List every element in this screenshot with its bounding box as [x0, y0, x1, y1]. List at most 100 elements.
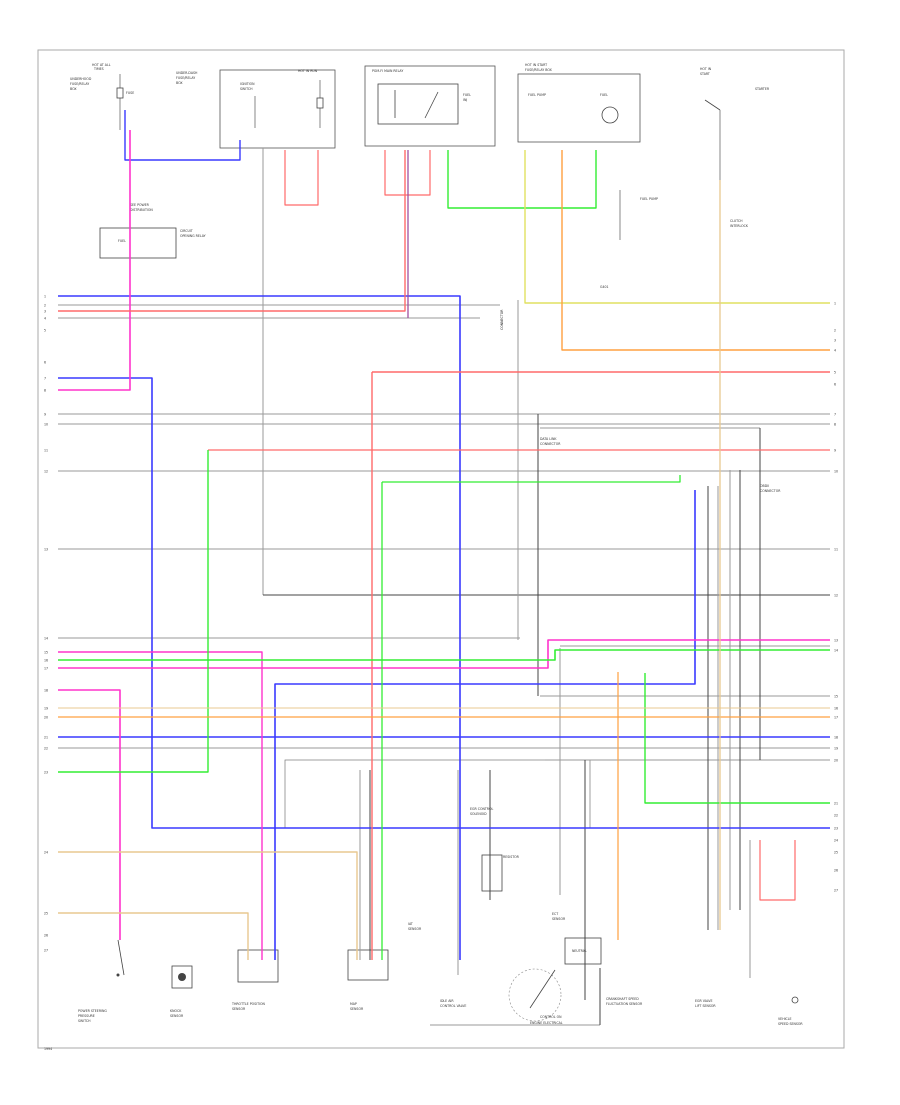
right-pin-3: 3: [834, 339, 836, 343]
left-pin-4: 4: [44, 317, 46, 321]
svg-text:G401: G401: [600, 285, 609, 289]
svg-text:IAT: IAT: [408, 922, 413, 926]
wire-blue-2: [58, 377, 830, 829]
right-pin-24: 24: [834, 839, 838, 843]
left-pin-5: 5: [44, 329, 46, 333]
left-pin-22: 22: [44, 747, 48, 751]
footer-center: CONTROL ON ENGINE ELECTRICAL: [530, 1015, 563, 1025]
right-pin-25: 25: [834, 851, 838, 855]
svg-text:CRANKSHAFT SPEED: CRANKSHAFT SPEED: [606, 997, 639, 1001]
right-pin-17: 17: [834, 716, 838, 720]
wire-pink-3: [58, 689, 121, 940]
wire-tan-1: [58, 851, 358, 960]
wire-red-7: [759, 840, 796, 901]
svg-text:FUEL PUMP: FUEL PUMP: [528, 93, 546, 97]
wire-red-1: [58, 150, 406, 312]
svg-text:KNOCK: KNOCK: [170, 1009, 182, 1013]
svg-text:FUEL: FUEL: [600, 93, 608, 97]
left-pin-11: 11: [44, 449, 48, 453]
svg-text:POWER STEERING: POWER STEERING: [78, 1009, 107, 1013]
svg-text:INJ: INJ: [463, 98, 467, 102]
svg-text:DISTRIBUTION: DISTRIBUTION: [130, 208, 153, 212]
svg-text:EGR CONTROL: EGR CONTROL: [470, 807, 494, 811]
svg-text:SEE POWER: SEE POWER: [130, 203, 150, 207]
left-pin-14: 14: [44, 637, 48, 641]
right-pin-19: 19: [834, 747, 838, 751]
svg-text:CONNECTOR: CONNECTOR: [760, 489, 781, 493]
svg-text:FUSE/RELAY: FUSE/RELAY: [176, 76, 195, 80]
right-pin-22: 22: [834, 814, 838, 818]
wire-green-3: [58, 450, 209, 773]
main-relay: PGM-FI MAIN RELAY FUEL INJ: [364, 65, 496, 147]
svg-text:HOT IN RUN: HOT IN RUN: [298, 69, 318, 73]
svg-text:SENSOR: SENSOR: [170, 1014, 184, 1018]
svg-text:IGNITION: IGNITION: [240, 82, 255, 86]
wire-red-2: [284, 150, 319, 206]
svg-text:MAP: MAP: [350, 1002, 357, 1006]
svg-text:SENSOR: SENSOR: [552, 917, 566, 921]
left-pin-27: 27: [44, 949, 48, 953]
svg-text:CONTROL VALVE: CONTROL VALVE: [440, 1004, 466, 1008]
svg-text:BOX: BOX: [176, 81, 183, 85]
svg-text:CLUTCH: CLUTCH: [730, 219, 743, 223]
svg-text:SWITCH: SWITCH: [78, 1019, 91, 1023]
right-pin-18: 18: [834, 736, 838, 740]
left-pin-26: 26: [44, 934, 48, 938]
left-pin-3: 3: [44, 310, 46, 314]
svg-text:NEUTRAL: NEUTRAL: [572, 949, 587, 953]
svg-text:ECT: ECT: [552, 912, 558, 916]
left-pin-24: 24: [44, 851, 48, 855]
svg-text:CONNECTOR: CONNECTOR: [540, 442, 561, 446]
wire-blue-1: [58, 295, 461, 960]
right-pin-21: 21: [834, 802, 838, 806]
wire-green-1: [447, 150, 597, 209]
left-pin-8: 8: [44, 389, 46, 393]
left-pin-23: 23: [44, 771, 48, 775]
left-pin-1: 1: [44, 295, 46, 299]
svg-text:SENSOR: SENSOR: [408, 927, 422, 931]
left-pin-7: 7: [44, 377, 46, 381]
svg-text:SWITCH: SWITCH: [240, 87, 253, 91]
wire-pink-2: [58, 639, 830, 669]
right-pin-11: 11: [834, 548, 838, 552]
svg-text:FUEL PUMP: FUEL PUMP: [640, 197, 658, 201]
wires: [58, 110, 830, 1026]
right-pin-14: 14: [834, 649, 838, 653]
wire-green-4: [382, 475, 681, 483]
svg-text:FUSE: FUSE: [126, 91, 134, 95]
svg-text:ENGINE ELECTRICAL: ENGINE ELECTRICAL: [530, 1021, 563, 1025]
svg-text:UNDERHOOD: UNDERHOOD: [70, 77, 92, 81]
wire-tan-2: [58, 912, 249, 960]
svg-text:PRESSURE: PRESSURE: [78, 1014, 95, 1018]
left-pin-labels: 1234567891011121314151617181920212223242…: [44, 295, 48, 953]
left-pin-2: 2: [44, 304, 46, 308]
wire-green-6: [644, 673, 830, 804]
left-pin-10: 10: [44, 423, 48, 427]
right-pin-labels: 1234567891011121314151617181920212223242…: [834, 302, 838, 893]
footer-left: 1994: [44, 1047, 52, 1051]
wire-yellow-1: [524, 150, 830, 304]
svg-text:HOT IN START: HOT IN START: [525, 63, 547, 67]
right-pin-26: 26: [834, 869, 838, 873]
svg-text:DATA LINK: DATA LINK: [540, 437, 557, 441]
svg-text:SOLENOID: SOLENOID: [470, 812, 487, 816]
right-pin-15: 15: [834, 695, 838, 699]
svg-text:IDLE AIR: IDLE AIR: [440, 999, 454, 1003]
wire-blue-top: [124, 110, 241, 161]
svg-text:CIRCUIT: CIRCUIT: [180, 229, 193, 233]
svg-text:SPEED SENSOR: SPEED SENSOR: [778, 1022, 803, 1026]
top-right-switch: HOT IN START STARTER CLUTCH INTERLOCK: [700, 67, 770, 228]
left-pin-6: 6: [44, 361, 46, 365]
svg-text:UNDER-DASH: UNDER-DASH: [176, 71, 198, 75]
diagram-frame: [37, 49, 845, 1049]
svg-text:FUEL: FUEL: [118, 239, 126, 243]
right-pin-23: 23: [834, 827, 838, 831]
svg-text:STARTER: STARTER: [755, 87, 770, 91]
left-pin-12: 12: [44, 470, 48, 474]
svg-text:TIMES: TIMES: [93, 67, 104, 71]
wire-pink-1: [58, 130, 131, 391]
svg-text:FUEL: FUEL: [463, 93, 471, 97]
right-pin-10: 10: [834, 470, 838, 474]
